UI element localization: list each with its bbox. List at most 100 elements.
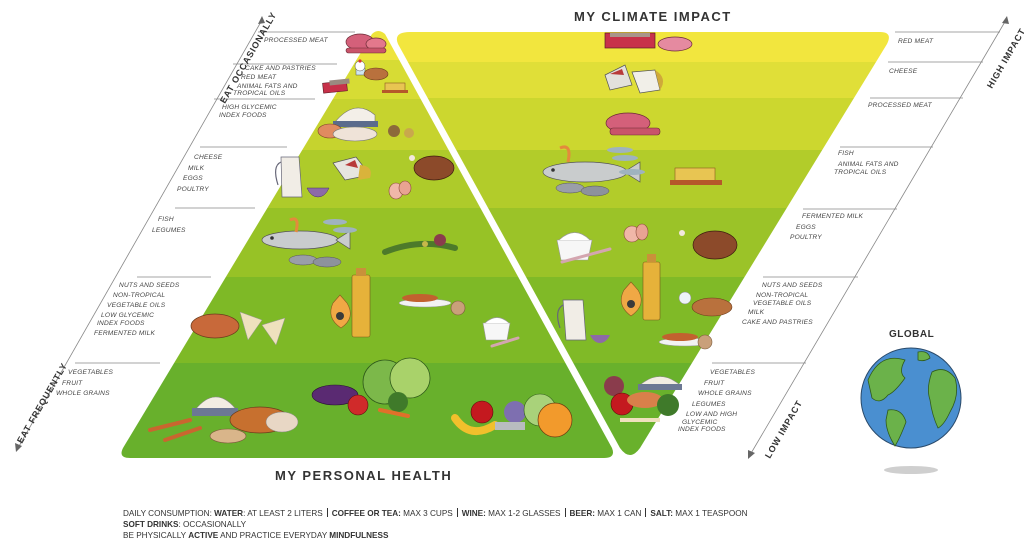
bread-loaf-icon	[190, 313, 240, 339]
shrimp-icon	[289, 217, 299, 233]
climate-label: GLYCEMIC	[682, 418, 718, 426]
red-meat-icon	[604, 32, 693, 52]
mussel-icon	[555, 182, 610, 197]
roast-chicken-icon	[679, 230, 738, 260]
climate-label: TROPICAL OILS	[834, 169, 887, 176]
climate-guide-lines	[712, 19, 1007, 456]
health-label: FRUIT	[62, 379, 83, 387]
olive-oil-icon	[330, 268, 371, 338]
climate-level-3-labels: PROCESSED MEAT	[868, 101, 932, 111]
climate-label: LEGUMES	[692, 400, 726, 408]
health-level-5-labels: FISH LEGUMES	[152, 214, 186, 236]
health-label: EGGS	[183, 175, 203, 182]
health-label: FERMENTED MILK	[94, 330, 156, 338]
bread-icon	[229, 406, 299, 434]
climate-label: NON-TROPICAL	[756, 291, 809, 299]
olive-oil-icon	[620, 254, 661, 321]
health-label: LEGUMES	[152, 227, 186, 234]
nuts-icon	[658, 333, 713, 350]
cupcake-icon	[354, 59, 366, 76]
yogurt-icon	[482, 317, 520, 348]
grain-bowl-icon	[192, 396, 238, 416]
globe-icon	[860, 347, 962, 474]
butter-icon	[670, 167, 722, 185]
climate-label: NUTS AND SEEDS	[762, 282, 823, 289]
cheese-icon	[332, 156, 371, 181]
grains-vegetables-icon	[604, 376, 682, 422]
climate-food-illustrations	[542, 32, 738, 422]
bowl-icon	[306, 187, 330, 198]
health-level-6-labels: NUTS AND SEEDS NON-TROPICAL VEGETABLE OI…	[94, 281, 180, 339]
climate-label: WHOLE GRAINS	[698, 390, 752, 397]
milk-jug-icon	[275, 156, 303, 198]
arrow-up-icon	[258, 16, 265, 24]
daily-consumption-footer: DAILY CONSUMPTION: WATER: AT LEAST 2 LIT…	[123, 508, 747, 541]
health-label: ANIMAL FATS AND	[237, 83, 298, 90]
red-meat-icon	[322, 78, 350, 94]
fruit-icon	[451, 393, 573, 438]
climate-level-6-labels: NUTS AND SEEDS NON-TROPICAL VEGETABLE OI…	[742, 281, 823, 328]
health-label: WHOLE GRAINS	[56, 390, 110, 397]
personal-health-title: MY PERSONAL HEALTH	[275, 468, 453, 483]
health-label: HIGH GLYCEMIC	[222, 104, 277, 111]
nuts-icon	[398, 294, 466, 316]
climate-label: FERMENTED MILK	[802, 213, 864, 220]
climate-impact-title: MY CLIMATE IMPACT	[574, 9, 732, 24]
vegetables-icon	[311, 357, 431, 418]
sardine-icon	[607, 147, 645, 175]
footer-line-3: BE PHYSICALLY ACTIVE AND PRACTICE EVERYD…	[123, 531, 389, 540]
yogurt-icon	[556, 232, 612, 264]
health-label: INDEX FOODS	[219, 111, 267, 119]
health-label: NUTS AND SEEDS	[119, 282, 180, 289]
pasta-icon	[239, 311, 286, 346]
arrow-down-icon	[15, 443, 22, 452]
health-label: MILK	[188, 164, 205, 172]
cheese-icon	[604, 64, 664, 94]
egg-icon	[623, 223, 649, 243]
milk-jug-icon	[557, 299, 610, 343]
health-label: CAKE AND PASTRIES	[245, 65, 316, 72]
footer-line-1: DAILY CONSUMPTION: WATER: AT LEAST 2 LIT…	[123, 508, 748, 518]
climate-label: FISH	[838, 150, 854, 157]
processed-meat-icon	[605, 112, 661, 136]
health-label: CHEESE	[194, 154, 223, 161]
footer-line-2: SOFT DRINKS: OCCASIONALLY	[123, 520, 247, 529]
climate-label: EGGS	[796, 223, 816, 231]
climate-level-1-labels: RED MEAT	[898, 37, 933, 47]
croissant-icon	[363, 67, 389, 81]
climate-label: RED MEAT	[898, 38, 934, 45]
pita-stack-icon	[209, 428, 247, 444]
climate-level-5-labels: FERMENTED MILK EGGS POULTRY	[790, 212, 864, 244]
health-label: POULTRY	[177, 185, 209, 193]
arrow-down-left-icon	[748, 450, 755, 459]
climate-level-2-labels: CHEESE	[889, 67, 917, 77]
health-level-3-labels: HIGH GLYCEMIC INDEX FOODS	[219, 104, 277, 119]
climate-label: LOW AND HIGH	[686, 411, 738, 418]
global-label: GLOBAL	[889, 329, 935, 340]
health-label: RED MEAT	[241, 74, 277, 81]
climate-label: FRUIT	[704, 379, 725, 387]
egg-icon	[388, 180, 412, 200]
climate-label: VEGETABLES	[710, 369, 756, 376]
health-level-7-labels: VEGETABLES FRUIT WHOLE GRAINS	[56, 368, 113, 400]
shrimp-icon	[559, 145, 571, 163]
climate-label: MILK	[748, 309, 765, 317]
flour-bowl-icon	[333, 107, 378, 127]
processed-meat-icon	[345, 33, 387, 54]
climate-label: ANIMAL FATS AND	[838, 160, 899, 168]
health-label: NON-TROPICAL	[113, 291, 166, 299]
health-label: LOW GLYCEMIC	[101, 312, 155, 320]
croissant-icon	[678, 291, 733, 317]
climate-label: INDEX FOODS	[678, 426, 726, 433]
legume-icon	[382, 234, 458, 255]
climate-label: PROCESSED MEAT	[868, 102, 932, 109]
health-level-1-labels: PROCESSED MEAT	[264, 36, 328, 46]
climate-level-4-labels: FISH ANIMAL FATS AND TROPICAL OILS	[834, 150, 899, 178]
climate-label: VEGETABLE OILS	[753, 299, 812, 307]
breadstick-icon	[148, 418, 202, 442]
bread-icon	[332, 126, 378, 142]
climate-label: CAKE AND PASTRIES	[742, 319, 813, 327]
sardine-icon	[323, 219, 357, 233]
